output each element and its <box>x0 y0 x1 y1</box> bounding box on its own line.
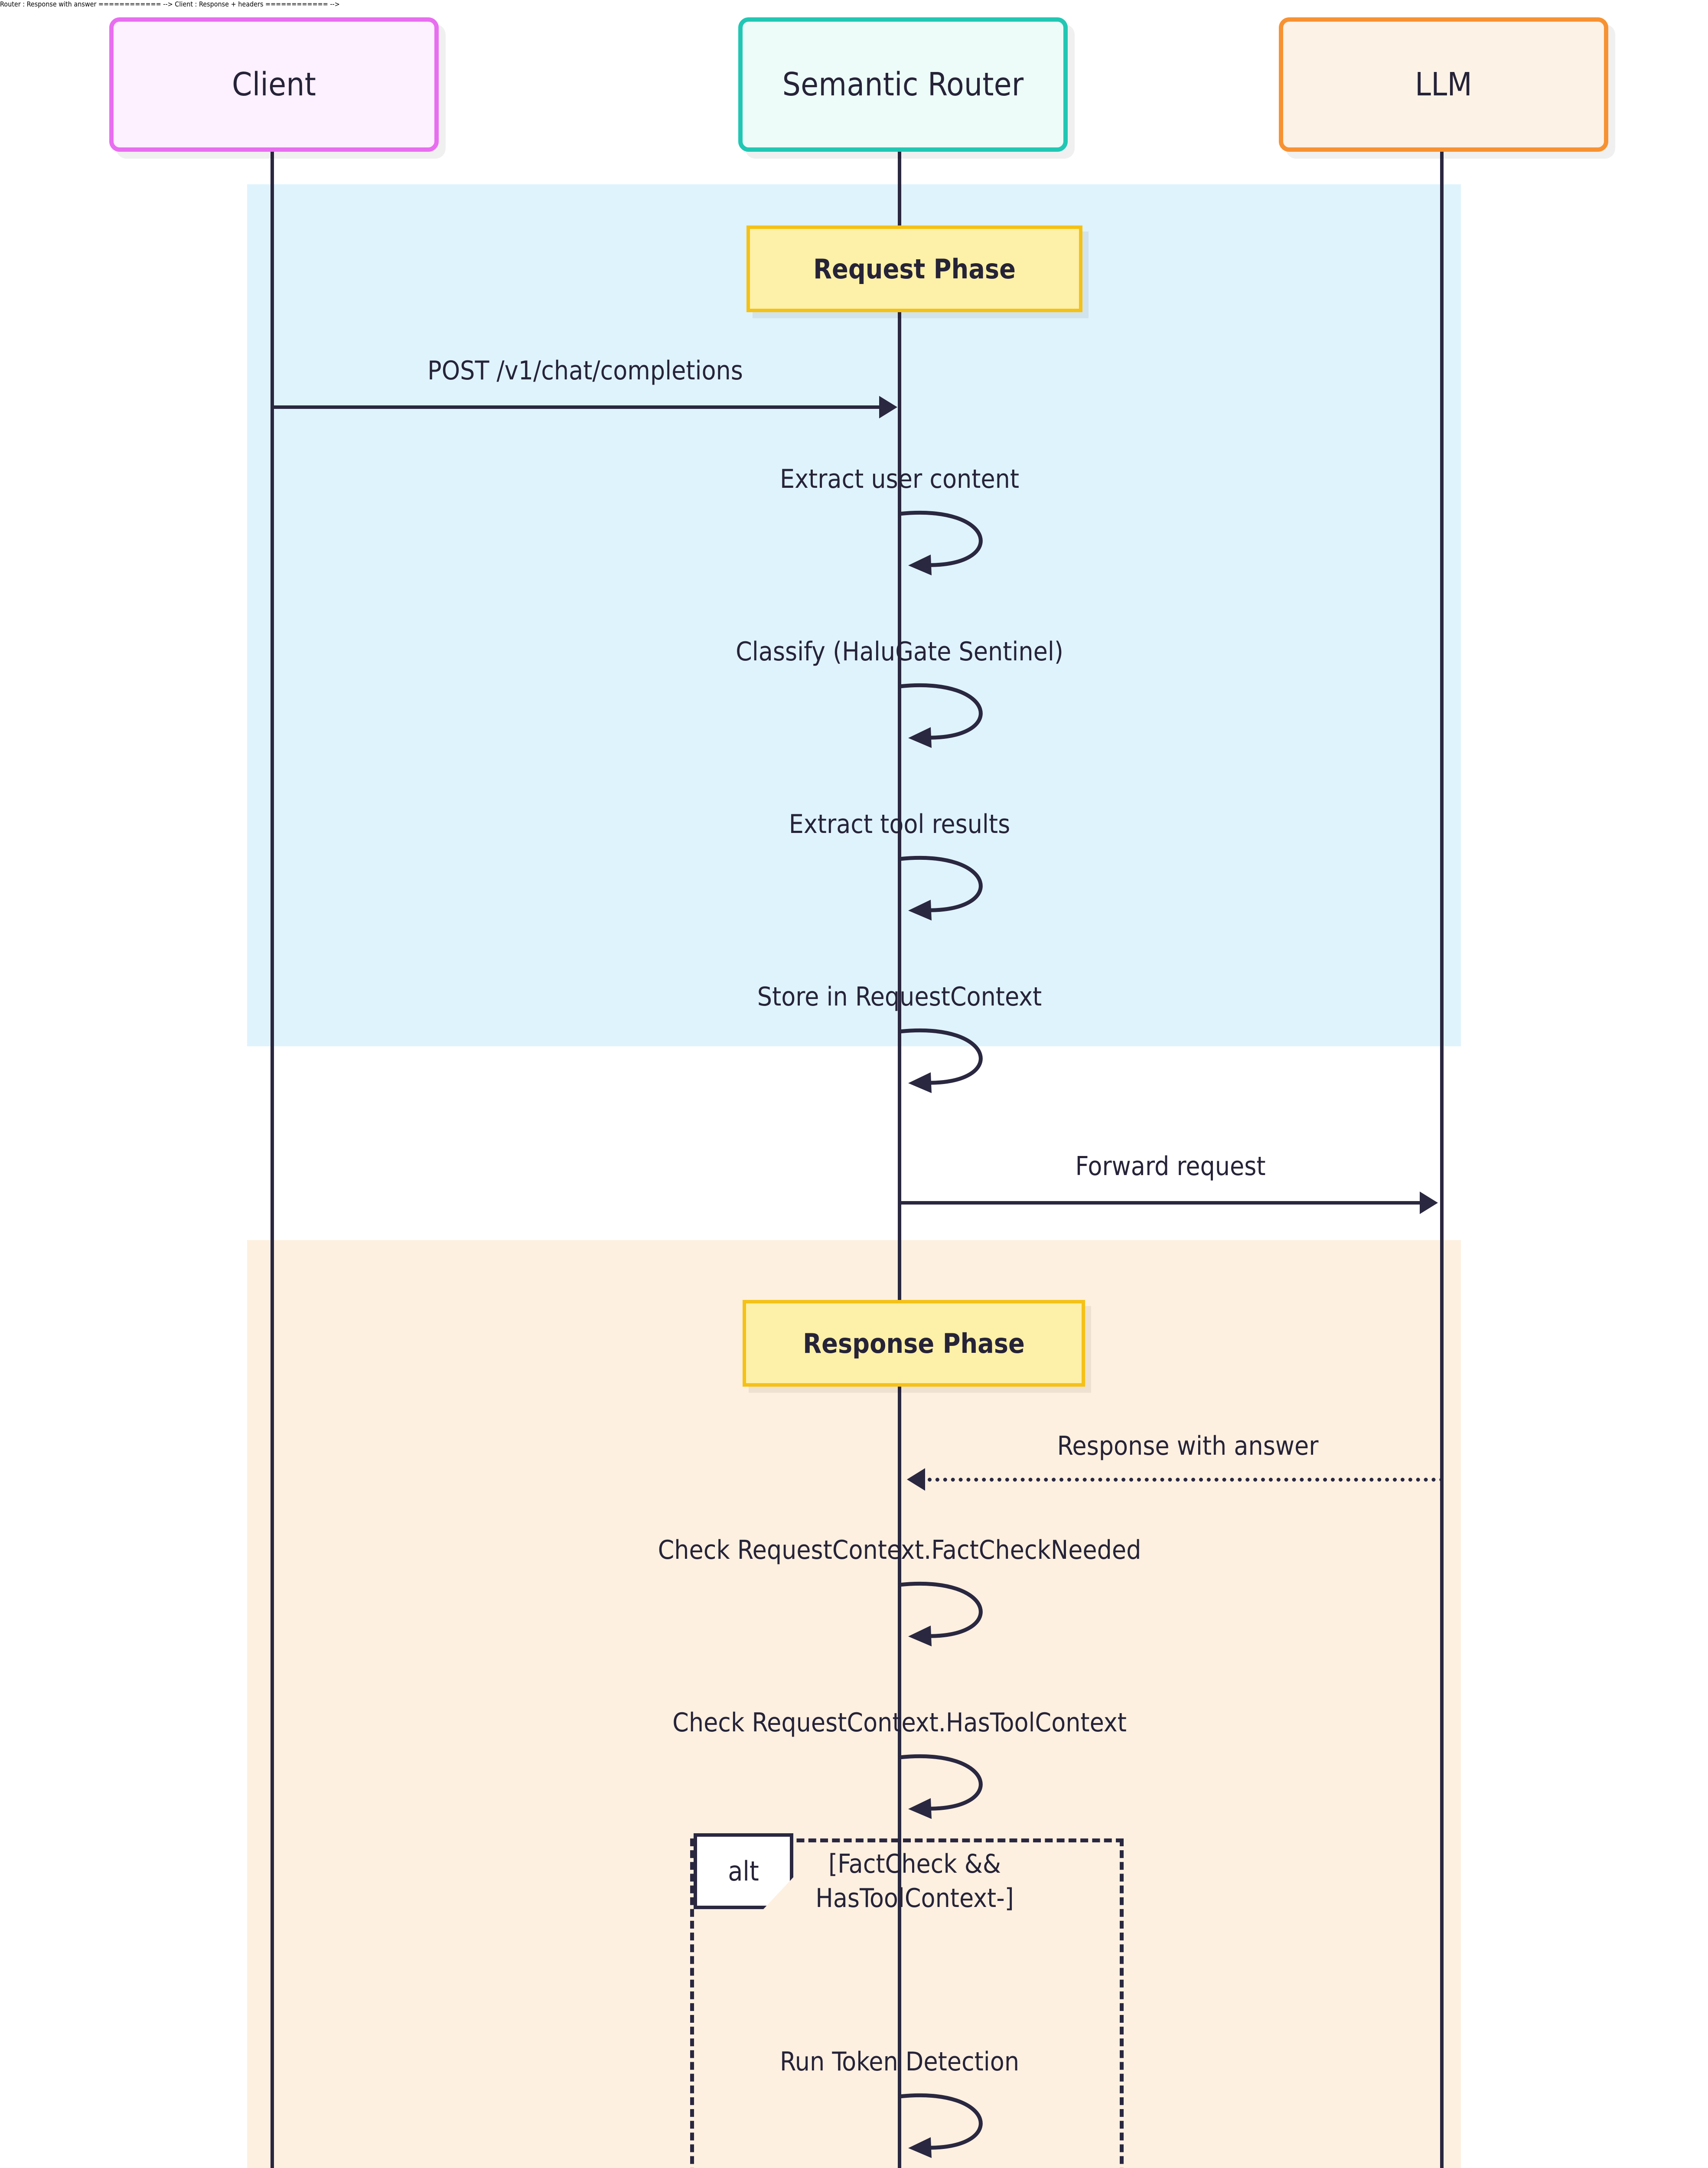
participant-router-top-label: Semantic Router <box>782 66 1024 103</box>
response-phase-background <box>247 1240 1461 2168</box>
alt-block-tag: alt <box>694 1833 793 1909</box>
participant-llm-top[interactable]: LLM <box>1279 17 1608 152</box>
selfloop-check-has-tool-context <box>898 1753 1028 1822</box>
arrowhead-response-with-answer <box>907 1468 925 1491</box>
alt-block-frame <box>690 1838 1124 2168</box>
arrowhead-forward-request <box>1420 1192 1438 1214</box>
message-label-classify-sentinel: Classify (HaluGate Sentinel) <box>736 637 1063 667</box>
participant-client-top-label: Client <box>232 66 316 103</box>
message-label-response-with-answer: Response with answer <box>1057 1431 1319 1461</box>
message-line-response-with-answer <box>928 1478 1444 1482</box>
message-line-post-completions <box>272 405 879 409</box>
lifeline-client <box>271 152 274 2168</box>
alt-branch-1-condition: [FactCheck && HasToolContext-] <box>815 1849 1014 1914</box>
message-label-forward-request: Forward request <box>1075 1151 1266 1182</box>
message-label-check-factcheck-needed: Check RequestContext.FactCheckNeeded <box>658 1535 1141 1565</box>
request-phase-background <box>247 184 1461 1046</box>
message-label-extract-tool-results: Extract tool results <box>789 809 1010 839</box>
message-label-post-completions: POST /v1/chat/completions <box>427 356 743 386</box>
selfloop-extract-tool-results <box>898 855 1028 924</box>
selfloop-classify-sentinel <box>898 682 1028 751</box>
message-label-run-token-detection: Run Token Detection <box>779 2047 1020 2077</box>
lifeline-router <box>898 152 901 2168</box>
message-label-check-has-tool-context: Check RequestContext.HasToolContext <box>672 1708 1127 1738</box>
participant-client-top[interactable]: Client <box>109 17 439 152</box>
participant-llm-top-label: LLM <box>1415 66 1473 103</box>
message-label-extract-user-content: Extract user content <box>780 464 1019 494</box>
lifeline-llm <box>1440 152 1444 2168</box>
alt-block-tag-label: alt <box>728 1855 759 1887</box>
message-label-store-request-context: Store in RequestContext <box>757 982 1042 1012</box>
selfloop-check-factcheck-needed <box>898 1580 1028 1650</box>
note-response-phase-label: Response Phase <box>803 1327 1025 1359</box>
selfloop-store-request-context <box>898 1027 1028 1097</box>
selfloop-extract-user-content <box>898 509 1028 579</box>
arrowhead-post-completions <box>879 396 897 418</box>
selfloop-run-token-detection <box>898 2092 1028 2161</box>
note-request-phase: Request Phase <box>746 225 1082 312</box>
note-request-phase-label: Request Phase <box>813 253 1016 285</box>
message-line-forward-request <box>900 1201 1420 1205</box>
note-response-phase: Response Phase <box>743 1300 1085 1387</box>
participant-router-top[interactable]: Semantic Router <box>738 17 1068 152</box>
